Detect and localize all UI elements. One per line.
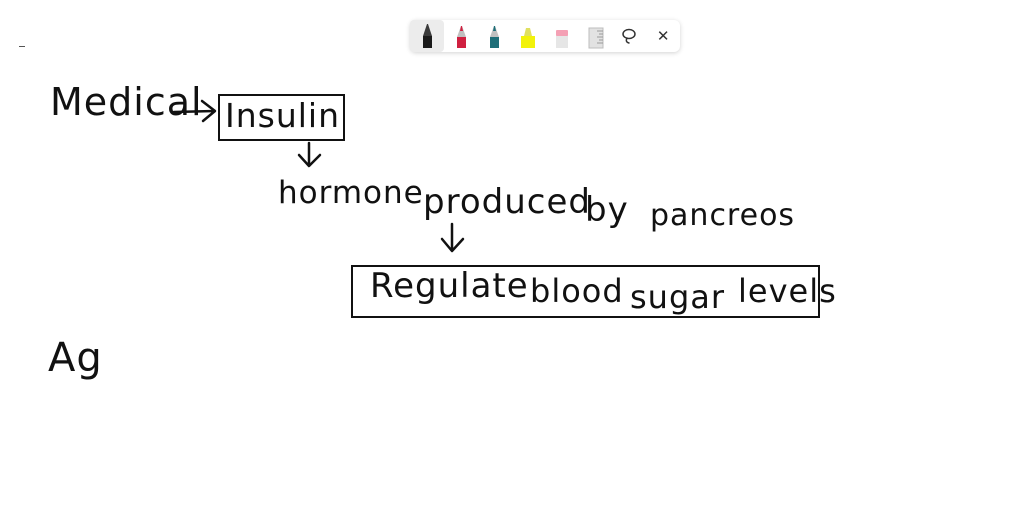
close-button[interactable]: ✕ xyxy=(646,20,680,52)
close-icon: ✕ xyxy=(656,27,670,45)
stray-mark xyxy=(19,46,25,47)
lasso-select-button[interactable] xyxy=(613,20,647,52)
regulate-box xyxy=(351,265,820,318)
note-by: by xyxy=(585,190,629,230)
note-insulin: Insulin xyxy=(225,96,341,135)
insulin-box xyxy=(218,94,345,141)
teal-pen-icon xyxy=(490,26,500,48)
arrow-right-icon xyxy=(172,99,217,123)
note-medical: Medical xyxy=(50,80,203,124)
note-produced: produced xyxy=(423,182,591,222)
red-pen-tool[interactable] xyxy=(444,20,478,52)
note-regulate: Regulate xyxy=(370,266,529,306)
black-pen-tool[interactable] xyxy=(410,20,444,52)
black-pen-icon xyxy=(422,24,432,48)
yellow-highlighter-tool[interactable] xyxy=(511,20,545,52)
eraser-tool[interactable] xyxy=(545,20,579,52)
note-ag: Ag xyxy=(48,335,103,381)
red-pen-icon xyxy=(456,26,466,48)
note-blood: blood xyxy=(530,272,624,310)
eraser-icon xyxy=(555,30,568,48)
lasso-icon xyxy=(622,28,637,44)
ruler-icon xyxy=(588,27,604,49)
yellow-highlighter-icon xyxy=(521,28,536,48)
note-levels: levels xyxy=(738,272,837,310)
note-pancreas: pancreos xyxy=(650,198,796,233)
pen-toolbar: ✕ xyxy=(410,20,680,52)
teal-pen-tool[interactable] xyxy=(478,20,512,52)
ruler-tool[interactable] xyxy=(579,20,613,52)
arrow-down-icon xyxy=(440,222,465,253)
note-sugar: sugar xyxy=(630,278,726,316)
arrow-down-icon xyxy=(297,141,322,168)
note-hormone: hormone xyxy=(278,175,424,211)
